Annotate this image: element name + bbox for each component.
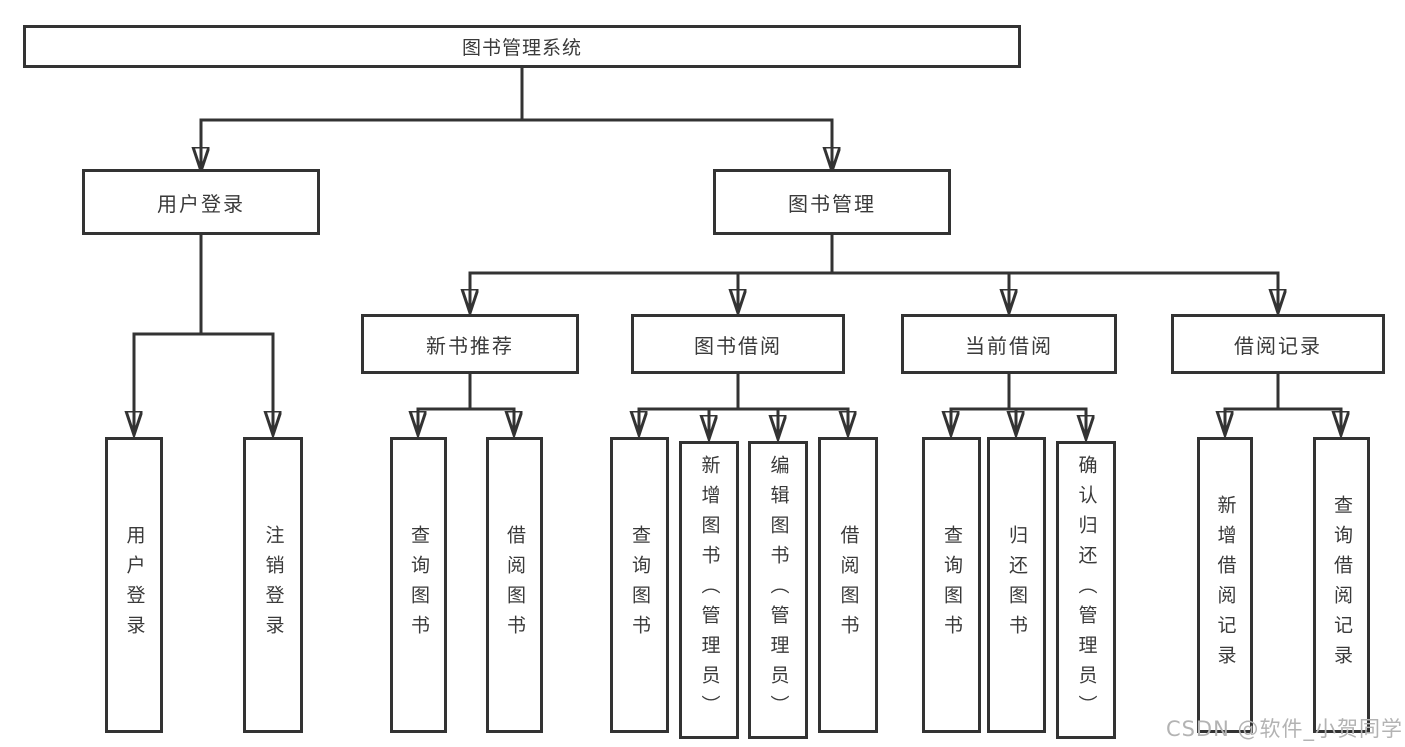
leaf-add-borrow-record: 新增借阅记录 (1197, 437, 1253, 733)
leaf-borrow-books-label: 借阅图书 (837, 525, 860, 645)
node-current-borrow: 当前借阅 (901, 314, 1117, 374)
watermark-text: CSDN @软件_小贺同学 (1165, 717, 1403, 741)
node-borrow-records-label: 借阅记录 (1234, 333, 1322, 358)
leaf-query-books-recommend-label: 查询图书 (408, 525, 430, 645)
leaf-return-books-label: 归还图书 (1006, 525, 1028, 645)
leaf-query-borrow-record-label: 查询借阅记录 (1331, 495, 1353, 675)
leaf-query-books-current-label: 查询图书 (941, 525, 963, 645)
leaf-confirm-return-admin-label: 确认归还（管理员） (1075, 455, 1098, 725)
node-book-management: 图书管理 (713, 169, 951, 235)
node-new-book-recommend-label: 新书推荐 (426, 333, 514, 358)
leaf-confirm-return-admin: 确认归还（管理员） (1056, 441, 1116, 739)
leaf-add-book-admin-label: 新增图书（管理员） (698, 455, 721, 725)
leaf-add-book-admin: 新增图书（管理员） (679, 441, 739, 739)
node-user-login: 用户登录 (82, 169, 320, 235)
leaf-borrow-books-recommend-label: 借阅图书 (504, 525, 526, 645)
leaf-borrow-books-recommend: 借阅图书 (486, 437, 543, 733)
leaf-edit-book-admin: 编辑图书（管理员） (748, 441, 808, 739)
leaf-query-borrow-record: 查询借阅记录 (1313, 437, 1370, 733)
leaf-query-books-current: 查询图书 (922, 437, 981, 733)
node-book-borrow-label: 图书借阅 (694, 333, 782, 358)
node-borrow-records: 借阅记录 (1171, 314, 1385, 374)
node-new-book-recommend: 新书推荐 (361, 314, 579, 374)
leaf-query-books-recommend: 查询图书 (390, 437, 447, 733)
node-user-login-label: 用户登录 (157, 191, 245, 216)
node-root-system: 图书管理系统 (23, 25, 1021, 68)
leaf-user-login: 用户登录 (105, 437, 163, 733)
leaf-query-books-borrow-label: 查询图书 (629, 525, 651, 645)
node-book-borrow: 图书借阅 (631, 314, 845, 374)
leaf-logout: 注销登录 (243, 437, 303, 733)
leaf-logout-label: 注销登录 (262, 525, 285, 645)
node-book-management-label: 图书管理 (788, 191, 876, 216)
leaf-add-borrow-record-label: 新增借阅记录 (1214, 495, 1237, 675)
leaf-edit-book-admin-label: 编辑图书（管理员） (767, 455, 790, 725)
node-root-label: 图书管理系统 (461, 37, 582, 59)
leaf-borrow-books: 借阅图书 (818, 437, 878, 733)
leaf-user-login-label: 用户登录 (123, 525, 146, 645)
leaf-return-books: 归还图书 (987, 437, 1046, 733)
node-current-borrow-label: 当前借阅 (965, 333, 1053, 358)
leaf-query-books-borrow: 查询图书 (610, 437, 669, 733)
